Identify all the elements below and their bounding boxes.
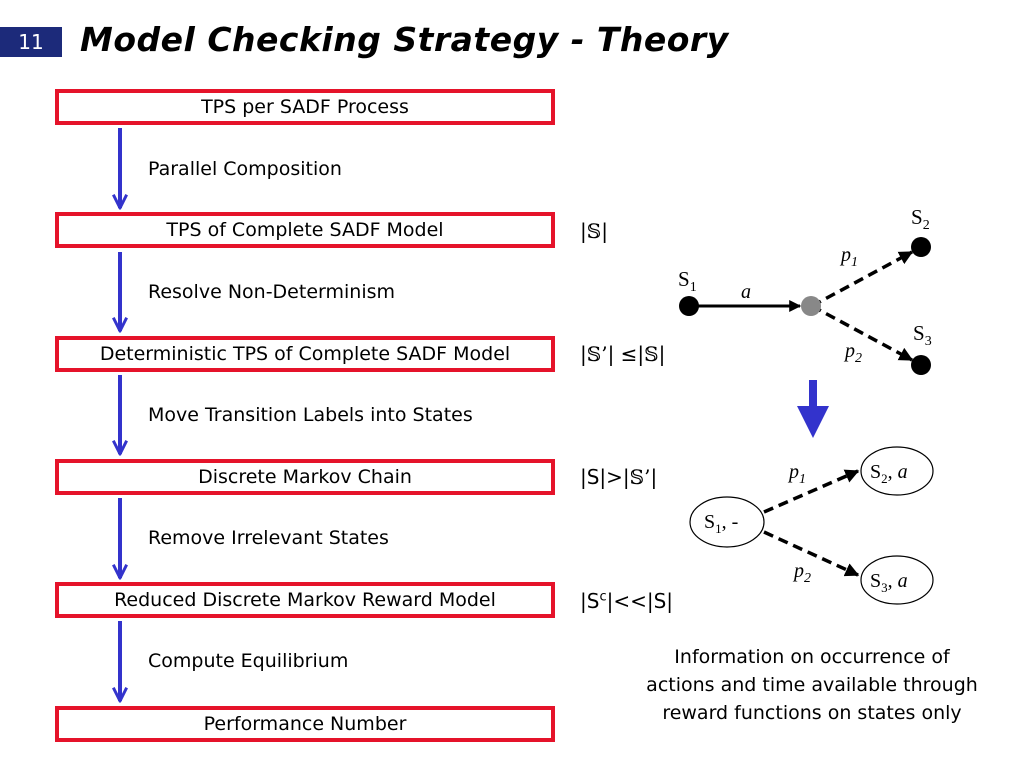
node-s2-label: S2, a bbox=[870, 461, 908, 486]
transform-arrow bbox=[797, 380, 829, 438]
label-s2: S2 bbox=[911, 205, 930, 233]
node-s3-label: S3, a bbox=[870, 570, 908, 595]
box-tps-per-process: TPS per SADF Process bbox=[55, 89, 555, 125]
state-s3-node bbox=[911, 355, 931, 375]
step-move-labels: Move Transition Labels into States bbox=[148, 404, 473, 426]
node-s1-label: S1, - bbox=[704, 511, 738, 536]
info-line: actions and time available through bbox=[646, 674, 978, 696]
markov-label-p2: p2 bbox=[792, 560, 811, 586]
step-compute-equilibrium: Compute Equilibrium bbox=[148, 650, 349, 672]
step-resolve-nondeterminism: Resolve Non-Determinism bbox=[148, 281, 395, 303]
node-s1 bbox=[689, 496, 765, 548]
label-s1: S1 bbox=[678, 267, 697, 295]
label-p2: p2 bbox=[843, 340, 862, 366]
info-note: Information on occurrence of actions and… bbox=[612, 643, 1012, 727]
cardinality-4: |Sc|<<|S| bbox=[580, 589, 674, 613]
slide-title: Model Checking Strategy - Theory bbox=[80, 20, 729, 59]
box-tps-complete-model: TPS of Complete SADF Model bbox=[55, 212, 555, 248]
cardinality-1: |𝕊| bbox=[580, 219, 608, 243]
step-remove-irrelevant: Remove Irrelevant States bbox=[148, 527, 389, 549]
state-s1-node bbox=[679, 296, 699, 316]
label-s3: S3 bbox=[913, 321, 932, 349]
cardinality-2: |𝕊’| ≤|𝕊| bbox=[580, 342, 666, 366]
label-p1: p1 bbox=[839, 244, 858, 270]
step-parallel-composition: Parallel Composition bbox=[148, 158, 342, 180]
box-discrete-markov-chain: Discrete Markov Chain bbox=[55, 459, 555, 495]
tps-graph: S1 S2 S3 a p1 p2 bbox=[678, 205, 932, 375]
edge-p1 bbox=[811, 250, 914, 308]
info-line: reward functions on states only bbox=[662, 702, 962, 724]
node-s3-a bbox=[860, 555, 934, 605]
box-reduced-markov-reward: Reduced Discrete Markov Reward Model bbox=[55, 582, 555, 618]
box-deterministic-tps: Deterministic TPS of Complete SADF Model bbox=[55, 336, 555, 372]
markov-graph: S1, - S2, a S3, a p1 p2 bbox=[689, 446, 934, 605]
edge-p2 bbox=[811, 304, 914, 362]
slide-number: 11 bbox=[0, 27, 62, 57]
state-s2-node bbox=[911, 237, 931, 257]
edge-m-p2 bbox=[763, 530, 860, 577]
info-line: Information on occurrence of bbox=[674, 646, 950, 668]
cardinality-3: |S|>|𝕊’| bbox=[580, 465, 658, 489]
box-performance-number: Performance Number bbox=[55, 706, 555, 742]
edge-m-p1 bbox=[763, 469, 860, 514]
markov-label-p1: p1 bbox=[787, 461, 806, 487]
node-s2-a bbox=[860, 446, 934, 496]
intermediate-node bbox=[801, 296, 821, 316]
label-action: a bbox=[741, 281, 751, 303]
